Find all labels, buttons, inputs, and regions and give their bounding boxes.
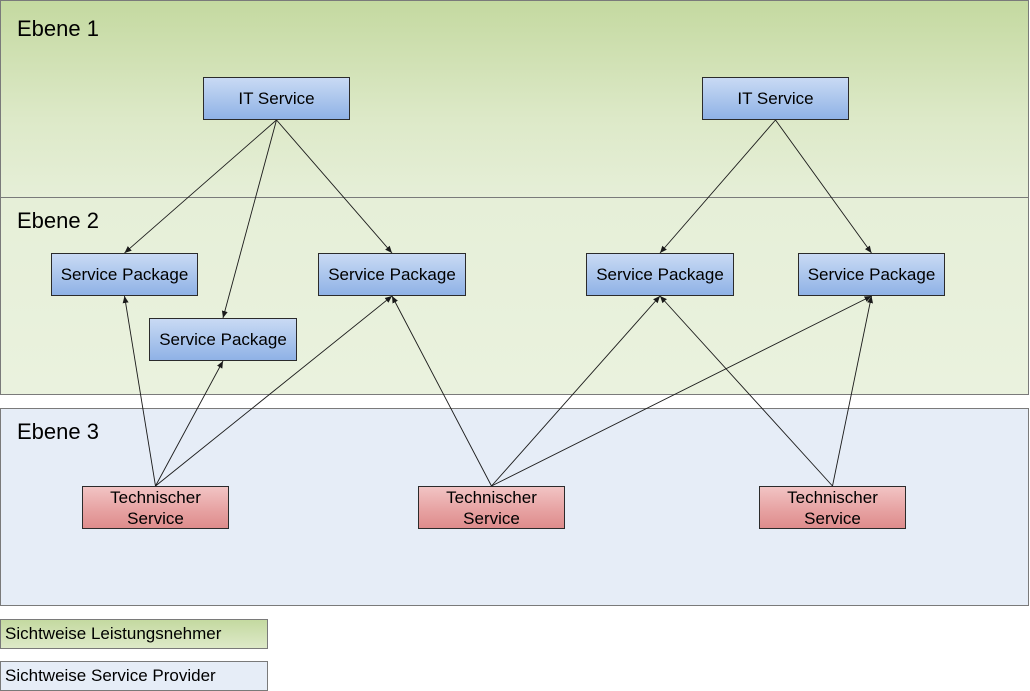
node-label: Service Package bbox=[328, 265, 456, 284]
it-service-node[interactable]: IT Service bbox=[203, 77, 350, 120]
legend-label: Sichtweise Leistungsnehmer bbox=[5, 624, 222, 643]
level-1-band: Ebene 1 bbox=[0, 0, 1029, 198]
it-service-node[interactable]: IT Service bbox=[702, 77, 849, 120]
node-label: Service Package bbox=[807, 265, 936, 284]
technical-service-node[interactable]: Technischer Service bbox=[418, 486, 565, 529]
node-label: Technischer Service bbox=[446, 487, 537, 528]
node-label: Technischer Service bbox=[110, 487, 201, 528]
technical-service-node[interactable]: Technischer Service bbox=[82, 486, 229, 529]
node-label: Service Package bbox=[159, 330, 287, 349]
level-2-band: Ebene 2 bbox=[0, 197, 1029, 395]
legend-provider-view: Sichtweise Service Provider bbox=[0, 661, 268, 691]
node-label: IT Service bbox=[238, 89, 315, 108]
level-1-label: Ebene 1 bbox=[17, 16, 99, 41]
node-label: IT Service bbox=[737, 89, 814, 108]
legend-label: Sichtweise Service Provider bbox=[5, 666, 216, 685]
technical-service-node[interactable]: Technischer Service bbox=[759, 486, 906, 529]
service-package-node[interactable]: Service Package bbox=[798, 253, 945, 296]
legend-consumer-view: Sichtweise Leistungsnehmer bbox=[0, 619, 268, 649]
service-package-node[interactable]: Service Package bbox=[51, 253, 198, 296]
node-label: Service Package bbox=[60, 265, 189, 284]
service-package-node[interactable]: Service Package bbox=[586, 253, 734, 296]
node-label: Technischer Service bbox=[787, 487, 878, 528]
level-3-label: Ebene 3 bbox=[17, 419, 99, 444]
service-package-node[interactable]: Service Package bbox=[318, 253, 466, 296]
level-2-label: Ebene 2 bbox=[17, 208, 99, 233]
node-label: Service Package bbox=[596, 265, 724, 284]
service-package-node[interactable]: Service Package bbox=[149, 318, 297, 361]
